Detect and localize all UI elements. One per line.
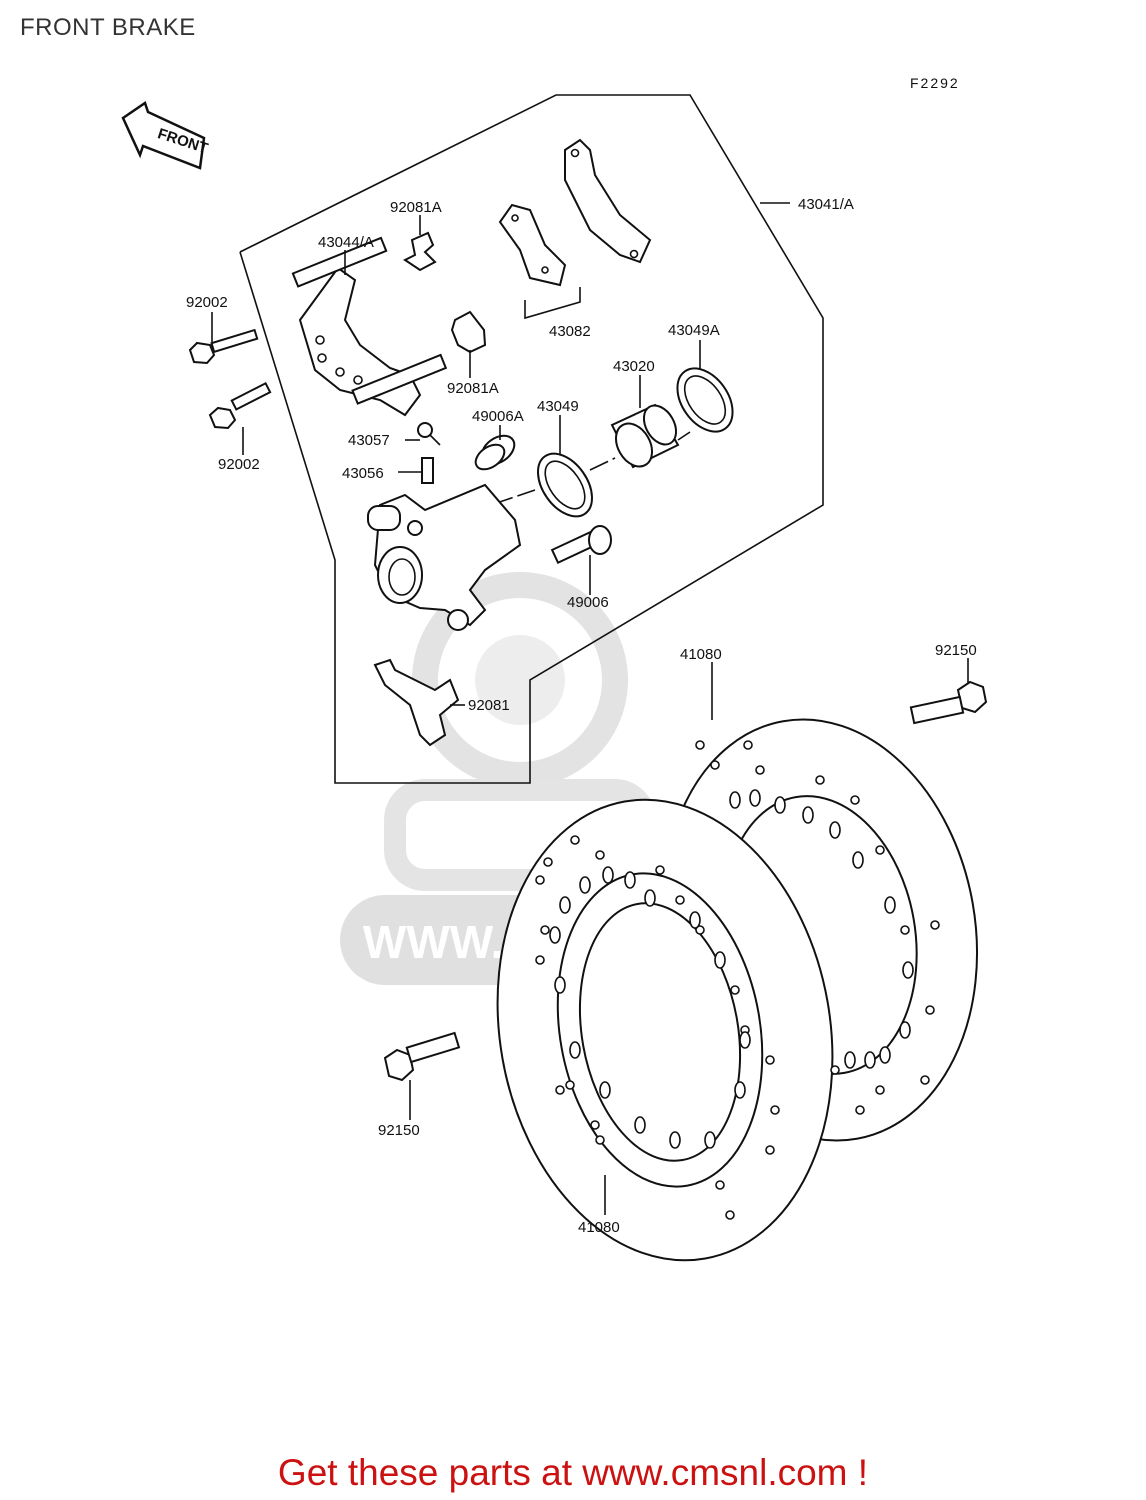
brake-disc-front (496, 798, 834, 1262)
label-43082: 43082 (549, 323, 591, 340)
label-92002-bottom: 92002 (218, 456, 260, 473)
pad-retaining-clip (373, 658, 460, 747)
label-92150-right: 92150 (935, 642, 977, 659)
label-43057: 43057 (348, 432, 390, 449)
label-92081a-mid: 92081A (447, 380, 499, 397)
label-92081: 92081 (468, 697, 510, 714)
label-49006a: 49006A (472, 408, 524, 425)
figure-code: F2292 (910, 75, 960, 91)
footer-promo-link[interactable]: Get these parts at www.cmsnl.com ! (277, 1452, 869, 1493)
label-92150-left: 92150 (378, 1122, 420, 1139)
leader-lines (211, 202, 969, 1215)
label-43049: 43049 (537, 398, 579, 415)
caliper-body (367, 483, 522, 631)
front-arrow-icon: FRONT (121, 101, 210, 170)
label-43044a: 43044/A (318, 234, 374, 251)
disc-bolt-left (383, 1031, 461, 1082)
pad-spring-top (403, 231, 437, 272)
piston-43020 (610, 403, 680, 469)
pad-spring-mid (450, 310, 487, 354)
label-43041a: 43041/A (798, 196, 854, 213)
label-92002-top: 92002 (186, 294, 228, 311)
bolt-92002-bottom (208, 381, 272, 430)
dust-seal (474, 434, 516, 471)
label-43049a: 43049A (668, 322, 720, 339)
page-title: FRONT BRAKE (20, 14, 196, 41)
disc-bolt-right (909, 680, 988, 725)
label-43056: 43056 (342, 465, 384, 482)
bleeder-cap (417, 422, 441, 446)
label-49006: 49006 (567, 594, 609, 611)
pin-bolt-49006 (550, 525, 612, 564)
brake-pad-inner (498, 203, 567, 287)
label-43020: 43020 (613, 358, 655, 375)
bleeder-valve (421, 457, 434, 484)
bolt-92002-top (188, 328, 259, 365)
label-41080-bottom: 41080 (578, 1219, 620, 1236)
disc-holes (535, 740, 940, 1220)
caliper-bracket (291, 236, 448, 417)
caliper-assembly-outline (239, 94, 824, 784)
label-92081a-top: 92081A (390, 199, 442, 216)
label-41080-top: 41080 (680, 646, 722, 663)
brake-pad-outer (564, 138, 652, 264)
